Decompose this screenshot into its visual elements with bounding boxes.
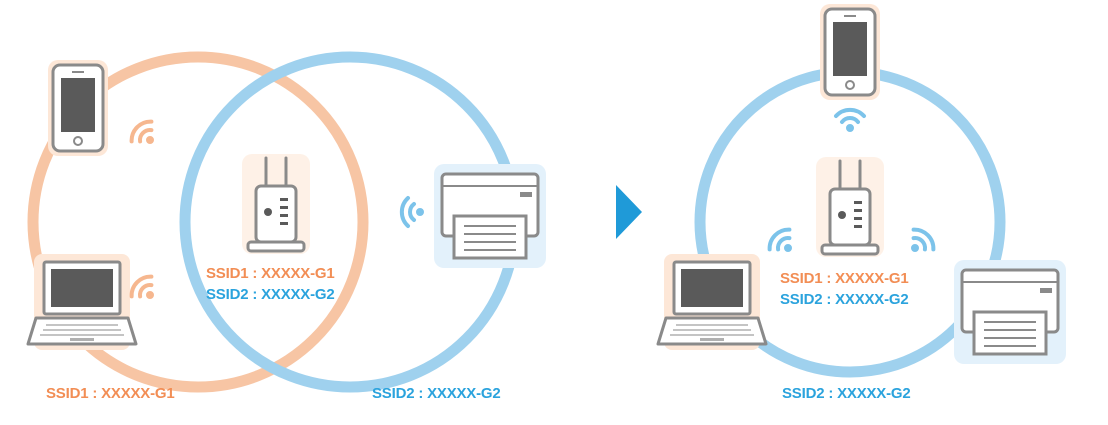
smartphone-icon xyxy=(818,2,882,102)
router-ssid1-label-right: SSID1 : XXXXX-G1 xyxy=(780,270,909,287)
ssid1-network-label: SSID1 : XXXXX-G1 xyxy=(46,385,175,402)
router-icon xyxy=(814,155,886,259)
router-ssid1-label: SSID1 : XXXXX-G1 xyxy=(206,265,335,282)
router-ssid2-label-right: SSID2 : XXXXX-G2 xyxy=(780,291,909,308)
wifi-signal-icon xyxy=(399,196,426,228)
wifi-signal-icon xyxy=(127,117,162,152)
ssid2-network-label: SSID2 : XXXXX-G2 xyxy=(372,385,501,402)
router-ssid2-label: SSID2 : XXXXX-G2 xyxy=(206,286,335,303)
wifi-signal-icon xyxy=(765,225,800,260)
wifi-signal-icon xyxy=(834,107,866,134)
printer-icon xyxy=(952,258,1068,366)
ssid2-network-label-right: SSID2 : XXXXX-G2 xyxy=(782,385,911,402)
laptop-icon xyxy=(26,252,138,352)
wifi-signal-icon xyxy=(127,272,162,307)
smartphone-icon xyxy=(46,58,110,158)
wifi-signal-icon xyxy=(903,225,938,260)
router-icon xyxy=(240,152,312,256)
chevron-right-icon xyxy=(616,185,642,239)
printer-icon xyxy=(432,162,548,270)
ssid1-network-ring xyxy=(27,51,369,393)
laptop-icon xyxy=(656,252,768,352)
